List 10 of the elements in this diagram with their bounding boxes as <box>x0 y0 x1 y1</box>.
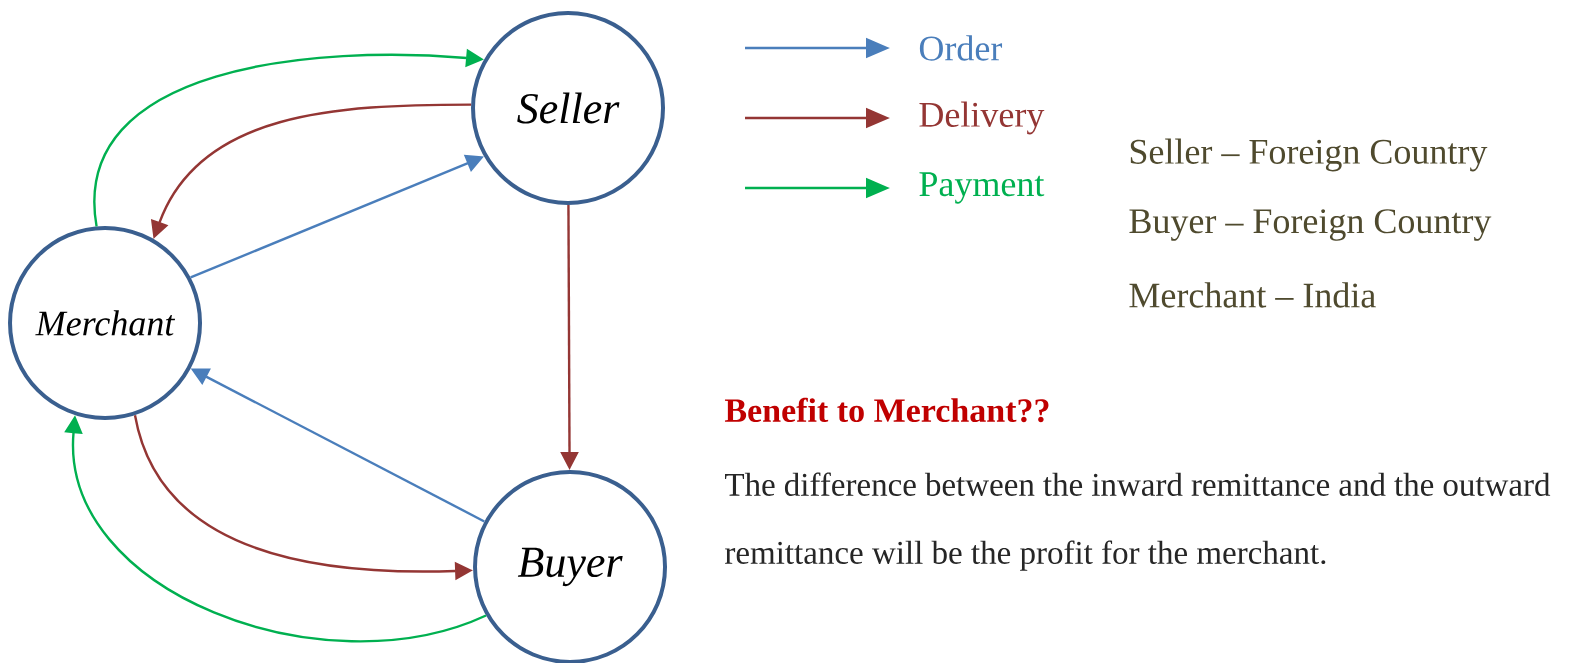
note-text: Seller – Foreign Country <box>1130 138 1488 172</box>
circle-node: Seller <box>471 11 665 205</box>
legend-label: Delivery <box>919 101 1045 135</box>
legend-label: Payment <box>919 172 1045 204</box>
legend-label: Order <box>919 35 1003 61</box>
heading: Benefit to Merchant?? <box>725 397 1049 423</box>
note-text: Merchant – India <box>1129 282 1376 308</box>
circle-node: Merchant <box>8 226 202 420</box>
note-text: Buyer – Foreign Country <box>1129 209 1492 241</box>
paragraph: The difference between the inward remittance and the outward remittance will be the profit for the merchant. <box>725 472 1551 571</box>
